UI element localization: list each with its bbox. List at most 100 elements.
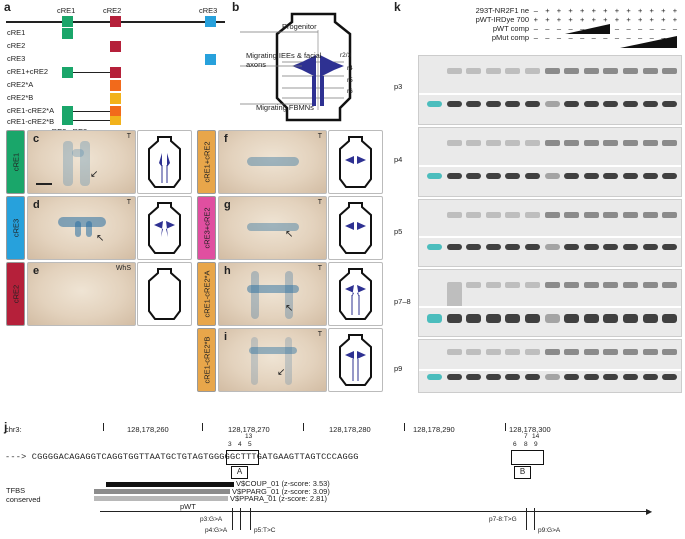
row-label: cRE1-cRE2*B [7,117,55,126]
construct-box [62,28,73,39]
gel-band-free-probe [623,374,638,381]
sign-cell: – [672,24,677,33]
schematic-e [137,262,192,326]
gel-band-free-probe [485,243,501,250]
sign-cell: – [533,33,538,42]
panel-label-k: k [394,0,401,14]
header-cre3: cRE3 [199,6,218,15]
site-7: 7 [524,433,528,440]
gel-band-free-probe [603,243,619,250]
gel-band-upper [544,68,560,75]
gel-band-free-probe [427,172,442,179]
sign-cell: – [545,33,550,42]
gel-band-upper [485,140,501,147]
sign-cell: – [661,33,666,42]
wedge-pwt [565,24,610,34]
construct-link [73,72,110,74]
gel-band-upper [505,68,521,75]
gel-band-free-probe [564,374,580,381]
sign-cell: + [637,6,643,15]
arrow-icon: ↖ [285,303,294,314]
sign-row: ––––––––––––– [530,24,681,33]
gel-band-upper [564,68,580,75]
gel-band-upper [505,349,521,356]
sign-cell: + [568,15,573,24]
gel-band-free-probe [583,172,599,179]
gel-band-free-probe [427,374,442,381]
gel-band-upper [466,140,482,147]
scale-bar [36,183,52,185]
gel-band-free-probe [466,172,482,179]
row-label: pWT comp [492,24,529,33]
sign-cell: + [672,6,678,15]
schematic-d [137,196,192,260]
row-label: pMut comp [491,33,529,42]
header-cre1: cRE1 [57,6,76,15]
gel-band-upper [662,140,678,147]
gel-band-free-probe [446,243,462,250]
rhombomere-r23: r2/3 [340,52,352,59]
sign-cell: + [637,15,643,24]
site-3: 3 [228,441,232,448]
gel-band-free-probe [544,313,560,323]
box-label-a: A [231,466,248,479]
fbmn-left [312,76,316,106]
row-label: cRE2 [7,41,26,50]
gel-band-upper [642,140,658,147]
gel-band-free-probe [662,374,678,381]
site-6: 6 [513,441,517,448]
tab-cre1-cre2: cRE1+cRE2 [197,130,216,194]
mut-p9: p9:G>A [538,527,561,534]
sign-cell: – [626,24,631,33]
gel-band-upper [623,281,638,288]
hindbrain-outline [275,12,352,122]
gel-band-upper [505,281,521,288]
gel-label-p9: p9 [394,364,403,373]
tab-cre1-cre2b: cRE1-cRE2*B [197,328,216,392]
sign-cell: + [579,15,585,24]
gel-band-upper [564,211,580,218]
gel-band-upper [466,211,482,218]
schematic-f [328,130,383,194]
site-box-b-outline [511,450,544,465]
gel-band-free-probe [642,172,658,179]
row-label: cRE1 [7,28,26,37]
sign-cell: – [626,33,631,42]
cre3-box [205,16,216,27]
construct-box [110,106,121,117]
construct-box [110,67,121,78]
sign-cell: – [614,33,620,42]
pwt-line [100,511,650,512]
arrow-label: ---> [5,452,27,462]
tab-cre2: cRE2 [6,262,25,326]
tab-cre3: cRE3 [6,196,25,260]
gel-band-free-probe [564,100,580,107]
gel-label-p3: p3 [394,82,403,91]
panel-k-row-labels: 293T-NR2F1 ne pWT-IRDye 700 pWT comp pMu… [405,6,529,42]
tfbs-bar-coup [106,482,234,487]
sign-cell: + [626,15,631,24]
sign-grid: –+++++++++++++++++++++++++––––––––––––––… [530,6,681,42]
sign-cell: + [545,6,550,15]
row-label: cRE3 [7,54,26,63]
sign-cell: + [614,15,620,24]
gel-band-free-probe [505,100,521,107]
row-label: cRE2*A [7,80,34,89]
gel-band-upper [446,68,462,75]
coord-1: 128,178,260 [127,425,169,434]
sign-cell: + [661,6,666,15]
gel-band-free-probe [623,100,638,107]
gel-band-upper [466,281,482,288]
site-8: 8 [524,441,528,448]
hindbrain-schematic [240,12,352,122]
gel-band-free-probe [466,243,482,250]
gel-band-upper [485,211,501,218]
gel-band-free-probe [427,100,442,107]
migrating-iee-right [320,55,344,77]
gel-p9 [418,339,682,393]
sign-cell: – [580,24,585,33]
sign-cell: – [614,24,620,33]
tab-cre3-cre2: cRE3+cRE2 [197,196,216,260]
